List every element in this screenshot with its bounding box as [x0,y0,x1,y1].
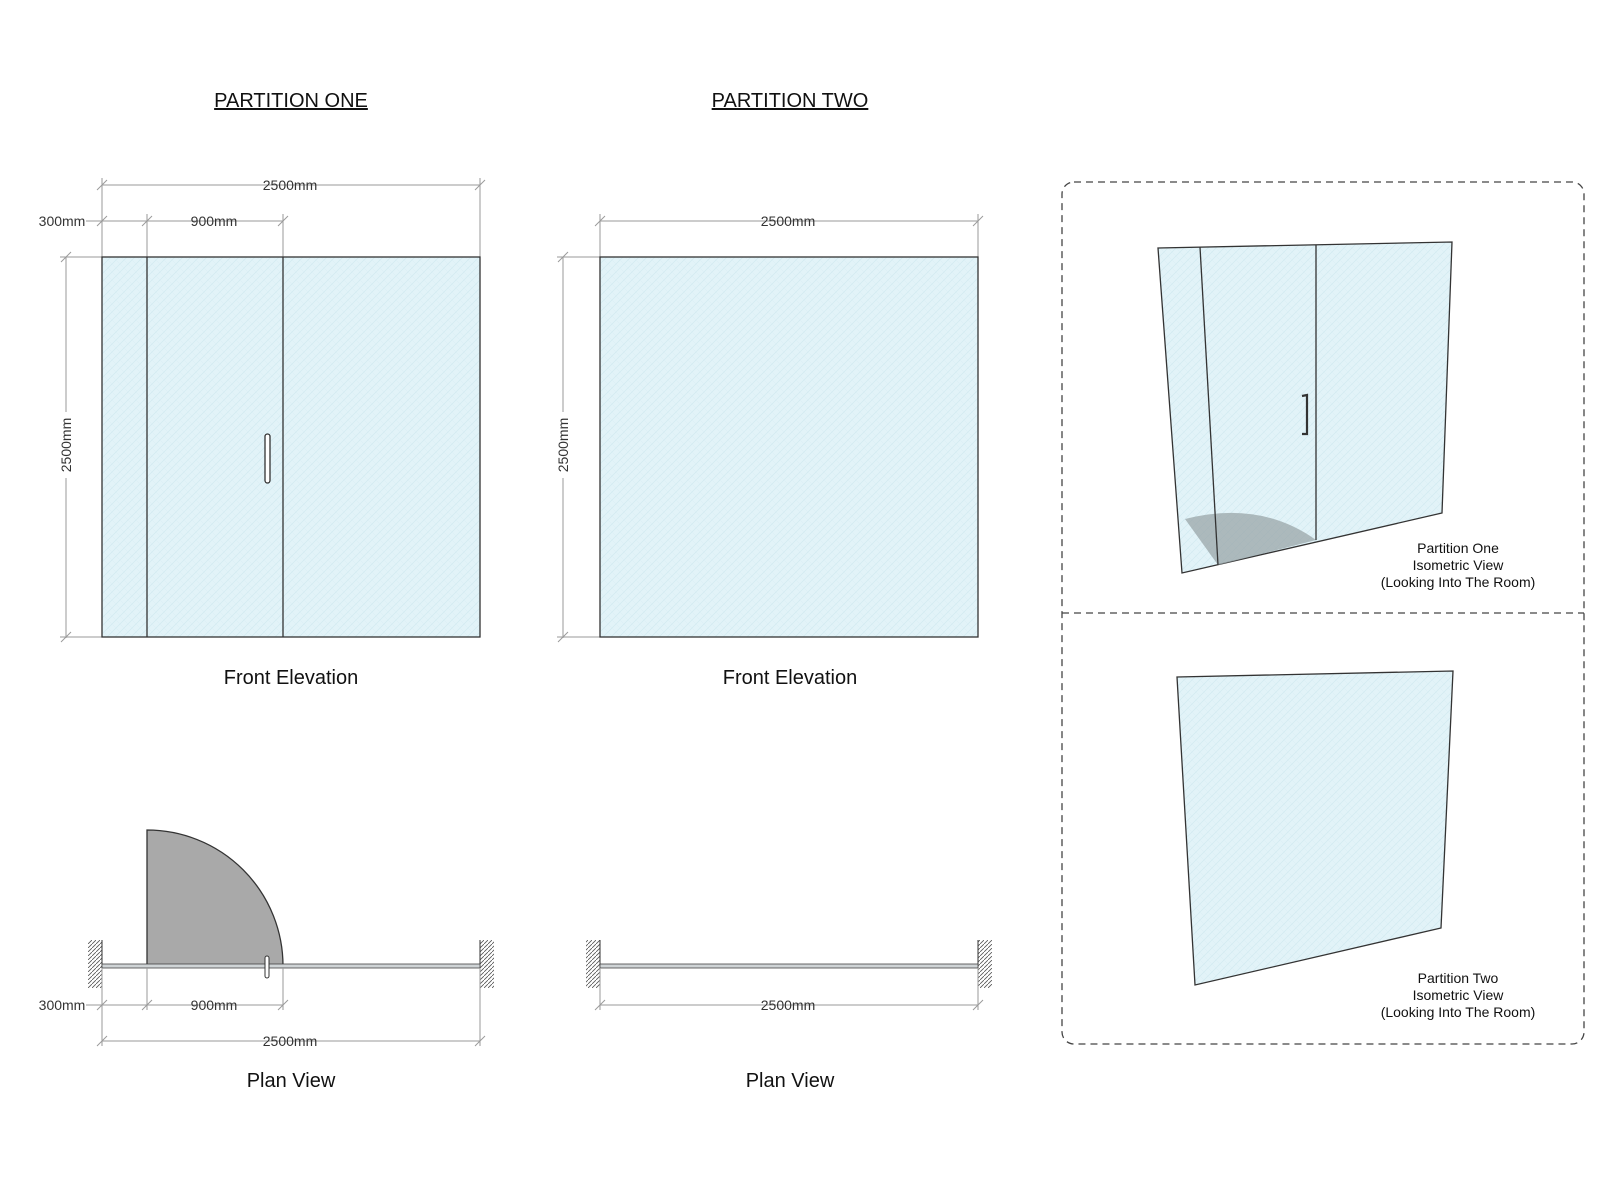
glass-panel-single [599,256,979,638]
partition-two: PARTITION TWO 2500mm 2500mm Front Elevat… [553,90,992,1092]
wall-left-hatch [88,940,102,988]
iso-two-caption-line3: (Looking Into The Room) [1381,1004,1536,1020]
iso-two-caption-line2: Isometric View [1413,987,1505,1003]
iso-side-joint [1199,246,1219,566]
iso-two-caption-line1: Partition Two [1418,970,1499,986]
glass-plan-line [599,963,979,969]
dim-overall-width: 2500mm [96,177,486,258]
partition-two-title: PARTITION TWO [712,90,869,112]
partition-one-plan-caption: Plan View [247,1070,336,1092]
partition-two-plan-caption: Plan View [746,1070,835,1092]
dim-label-overall-width: 2500mm [761,213,815,229]
plan-dim-label-side-panel: 300mm [39,997,86,1013]
glass-panel-frame [101,256,481,638]
door-swing-arc [146,829,284,967]
iso-one-caption-line3: (Looking Into The Room) [1381,574,1536,590]
partition-one-isometric: Partition One Isometric View (Looking In… [1157,241,1536,590]
dim-height: 2500mm [56,251,102,643]
iso-one-caption-line1: Partition One [1417,540,1499,556]
partition-two-front-elevation: 2500mm 2500mm Front Elevation [553,213,984,689]
plan-dim-label-overall-width: 2500mm [761,997,815,1013]
dim-label-height: 2500mm [555,418,571,472]
dim-label-side-panel: 300mm [39,213,86,229]
wall-right-hatch [480,940,494,988]
partition-two-elevation-caption: Front Elevation [723,667,858,689]
partition-one-plan-view: 300mm 900mm 2500mm Plan View [39,829,494,1092]
iso-glass-panel-single [1176,670,1454,986]
isometric-views-panel: Partition One Isometric View (Looking In… [1061,181,1585,1045]
iso-glass-panels [1157,241,1453,574]
dim-side-and-door: 300mm 900mm [39,213,289,258]
partition-one-front-elevation: 2500mm 300mm 900mm 2500mm [39,177,486,689]
partition-one: PARTITION ONE 2500mm 300mm 900m [39,90,494,1092]
dim-label-door: 900mm [191,213,238,229]
iso-one-caption-line2: Isometric View [1413,557,1505,573]
door-handle-plan-icon [264,955,270,979]
partition-two-plan-view: 2500mm Plan View [586,940,992,1092]
wall-right-hatch [978,940,992,988]
partition-one-title: PARTITION ONE [214,90,368,112]
plan-dim-label-door: 900mm [191,997,238,1013]
plan-dim-label-overall-width: 2500mm [263,1033,317,1049]
wall-left-hatch [586,940,600,988]
glass-plan-line [101,963,481,969]
dim-label-overall-width: 2500mm [263,177,317,193]
door-handle-icon [264,433,271,484]
iso-door-handle-icon [1301,393,1309,436]
partition-one-elevation-caption: Front Elevation [224,667,359,689]
dim-label-height: 2500mm [58,418,74,472]
partition-two-isometric: Partition Two Isometric View (Looking In… [1176,670,1536,1020]
